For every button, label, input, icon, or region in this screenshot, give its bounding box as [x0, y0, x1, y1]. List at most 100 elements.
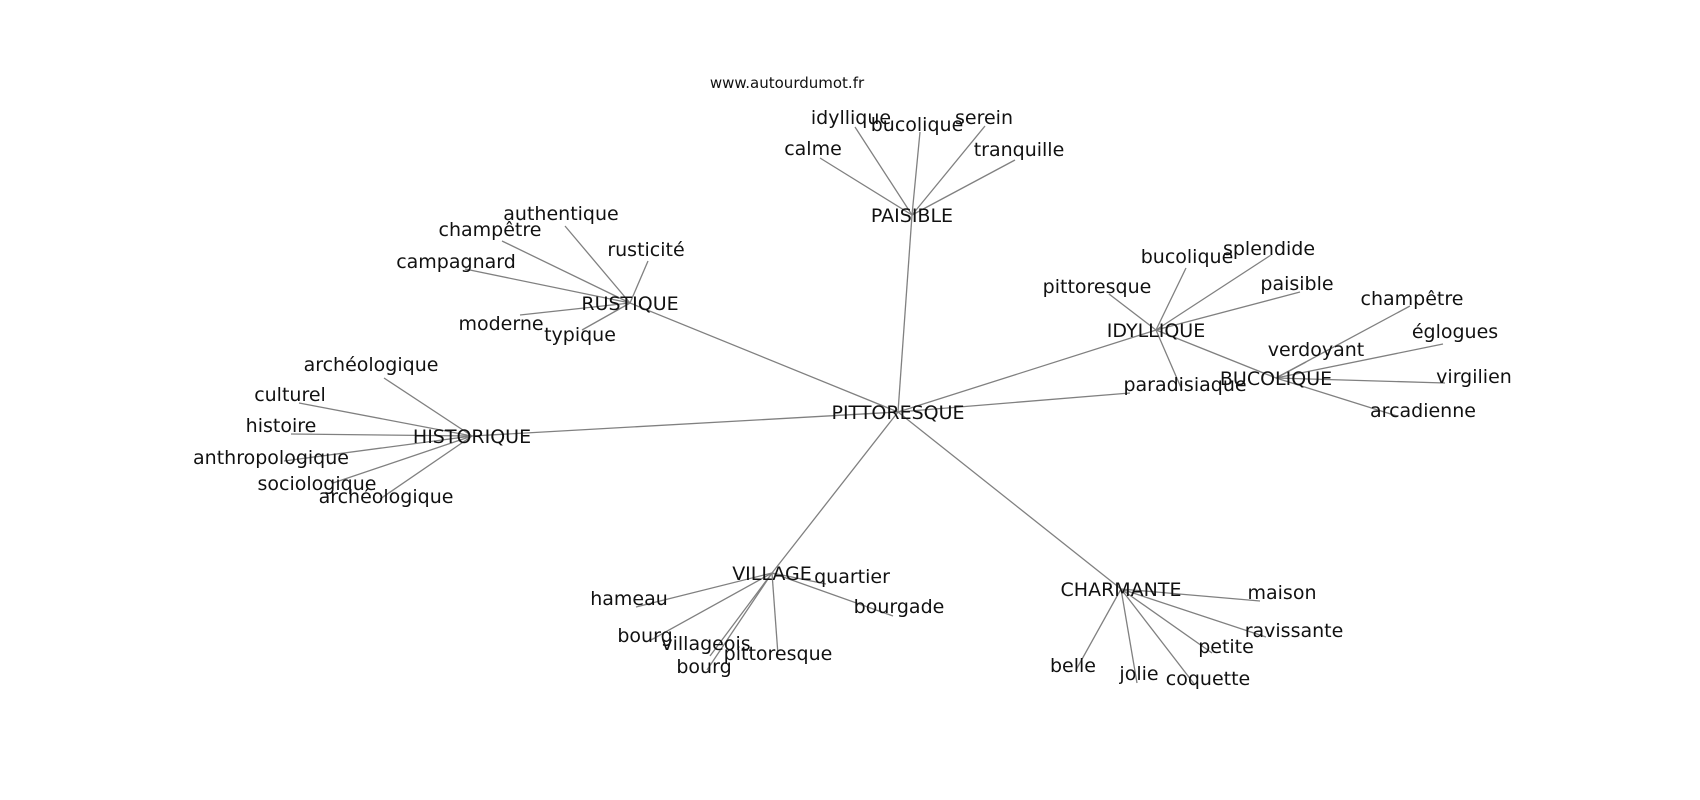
edge-bucolique-leaf: [1275, 361, 1307, 379]
word-node-charmante[interactable]: ravissante: [1245, 620, 1344, 642]
edge-village-leaf: [771, 572, 894, 617]
word-node-paisible[interactable]: idyllique: [811, 107, 891, 129]
word-node-rustique[interactable]: rusticité: [607, 239, 684, 261]
edge-paisible-leaf: [911, 159, 1016, 216]
edge-idyllique-bucolique: [1155, 329, 1277, 379]
word-node-historique[interactable]: anthropologique: [193, 447, 349, 469]
hub-node-historique[interactable]: HISTORIQUE: [413, 426, 531, 448]
edge-historique-leaf: [383, 377, 473, 437]
edge-root-bucolique: [897, 392, 1131, 413]
edge-bucolique-leaf: [1275, 343, 1444, 379]
word-node-idyllique[interactable]: splendide: [1223, 238, 1315, 260]
edge-rustique-leaf: [519, 302, 631, 316]
edge-village-leaf: [650, 572, 773, 641]
edge-paisible-leaf: [911, 131, 921, 216]
word-node-rustique[interactable]: champêtre: [439, 219, 542, 241]
edge-charmante-leaf: [1075, 588, 1122, 671]
word-node-idyllique[interactable]: paisible: [1260, 273, 1333, 295]
word-node-bucolique[interactable]: arcadienne: [1370, 400, 1476, 422]
edge-root-paisible: [897, 214, 913, 413]
edge-idyllique-leaf: [1155, 329, 1183, 391]
word-node-rustique[interactable]: campagnard: [396, 251, 516, 273]
word-node-charmante[interactable]: belle: [1050, 655, 1096, 677]
edge-paisible-leaf: [911, 125, 986, 216]
hub-node-bucolique[interactable]: BUCOLIQUE: [1220, 368, 1332, 390]
word-node-bucolique[interactable]: églogues: [1412, 321, 1498, 343]
hub-node-village[interactable]: VILLAGE: [732, 563, 812, 585]
edge-root-historique: [471, 411, 899, 437]
edge-village-leaf: [771, 572, 827, 585]
edge-paisible-leaf: [854, 126, 913, 216]
word-node-village[interactable]: quartier: [814, 566, 890, 588]
word-node-historique[interactable]: archéologique: [304, 354, 439, 376]
word-node-historique[interactable]: histoire: [246, 415, 317, 437]
word-node-rustique[interactable]: typique: [544, 324, 616, 346]
word-node-historique[interactable]: archéologique: [319, 486, 454, 508]
edge-historique-leaf: [283, 435, 473, 462]
edge-historique-leaf: [290, 433, 473, 437]
edges: [283, 125, 1446, 686]
edge-charmante-leaf: [1120, 588, 1213, 654]
word-node-charmante[interactable]: coquette: [1166, 668, 1250, 690]
edge-village-leaf: [635, 572, 773, 608]
word-node-paisible[interactable]: bucolique: [871, 114, 964, 136]
word-node-paisible[interactable]: tranquille: [974, 139, 1065, 161]
edge-rustique-leaf: [581, 302, 631, 331]
edge-root-idyllique: [897, 329, 1157, 413]
word-node-idyllique[interactable]: bucolique: [1141, 246, 1234, 268]
site-url[interactable]: www.autourdumot.fr: [710, 74, 865, 92]
edge-charmante-leaf: [1120, 588, 1138, 684]
labels: www.autourdumot.fr calmeidylliquebucoliq…: [193, 74, 1512, 690]
edge-historique-leaf: [298, 402, 473, 437]
hub-node-idyllique[interactable]: IDYLLIQUE: [1107, 320, 1205, 342]
word-node-village[interactable]: villageois: [661, 633, 750, 655]
hub-node-rustique[interactable]: RUSTIQUE: [581, 293, 678, 315]
word-node-paisible[interactable]: calme: [784, 138, 842, 160]
edge-root-charmante: [897, 411, 1122, 590]
word-node-idyllique[interactable]: pittoresque: [1043, 276, 1152, 298]
edge-idyllique-leaf: [1155, 267, 1187, 331]
word-node-idyllique[interactable]: paradisiaque: [1123, 374, 1246, 396]
edge-historique-leaf: [379, 435, 473, 500]
word-node-village[interactable]: hameau: [590, 588, 668, 610]
word-node-village[interactable]: bourg: [617, 625, 672, 647]
word-node-rustique[interactable]: authentique: [503, 203, 618, 225]
edge-village-leaf: [771, 572, 779, 656]
word-node-historique[interactable]: culturel: [254, 384, 326, 406]
root-node[interactable]: PITTORESQUE: [831, 402, 964, 424]
edge-root-rustique: [629, 302, 899, 413]
edge-charmante-leaf: [1120, 588, 1267, 638]
edge-paisible-leaf: [819, 157, 913, 216]
word-node-charmante[interactable]: maison: [1248, 582, 1317, 604]
word-node-village[interactable]: bourgade: [854, 596, 945, 618]
word-node-bucolique[interactable]: verdoyant: [1268, 339, 1364, 361]
edge-rustique-leaf: [564, 225, 631, 304]
edge-idyllique-leaf: [1155, 291, 1301, 331]
edge-idyllique-leaf: [1108, 293, 1157, 331]
edge-rustique-leaf: [501, 240, 631, 304]
word-node-charmante[interactable]: petite: [1198, 636, 1254, 658]
hub-node-paisible[interactable]: PAISIBLE: [871, 205, 953, 227]
edge-historique-leaf: [332, 435, 473, 484]
word-node-village[interactable]: bourg: [676, 656, 731, 678]
edge-charmante-leaf: [1120, 588, 1261, 602]
word-node-charmante[interactable]: jolie: [1118, 663, 1158, 685]
edge-village-leaf: [709, 572, 773, 657]
word-node-village[interactable]: pittoresque: [724, 643, 833, 665]
edge-root-village: [771, 411, 899, 574]
hub-node-charmante[interactable]: CHARMANTE: [1061, 579, 1182, 601]
word-node-historique[interactable]: sociologique: [258, 473, 377, 495]
word-node-bucolique[interactable]: champêtre: [1361, 288, 1464, 310]
edge-charmante-leaf: [1120, 588, 1196, 686]
word-node-rustique[interactable]: moderne: [458, 313, 543, 335]
word-node-paisible[interactable]: serein: [955, 107, 1013, 129]
edge-bucolique-leaf: [1275, 377, 1398, 417]
edge-rustique-leaf: [464, 268, 631, 304]
word-node-bucolique[interactable]: virgilien: [1436, 366, 1512, 388]
edge-rustique-leaf: [629, 260, 649, 304]
edge-bucolique-leaf: [1275, 377, 1446, 384]
edge-idyllique-leaf: [1155, 254, 1272, 331]
edge-village-leaf: [706, 572, 773, 671]
